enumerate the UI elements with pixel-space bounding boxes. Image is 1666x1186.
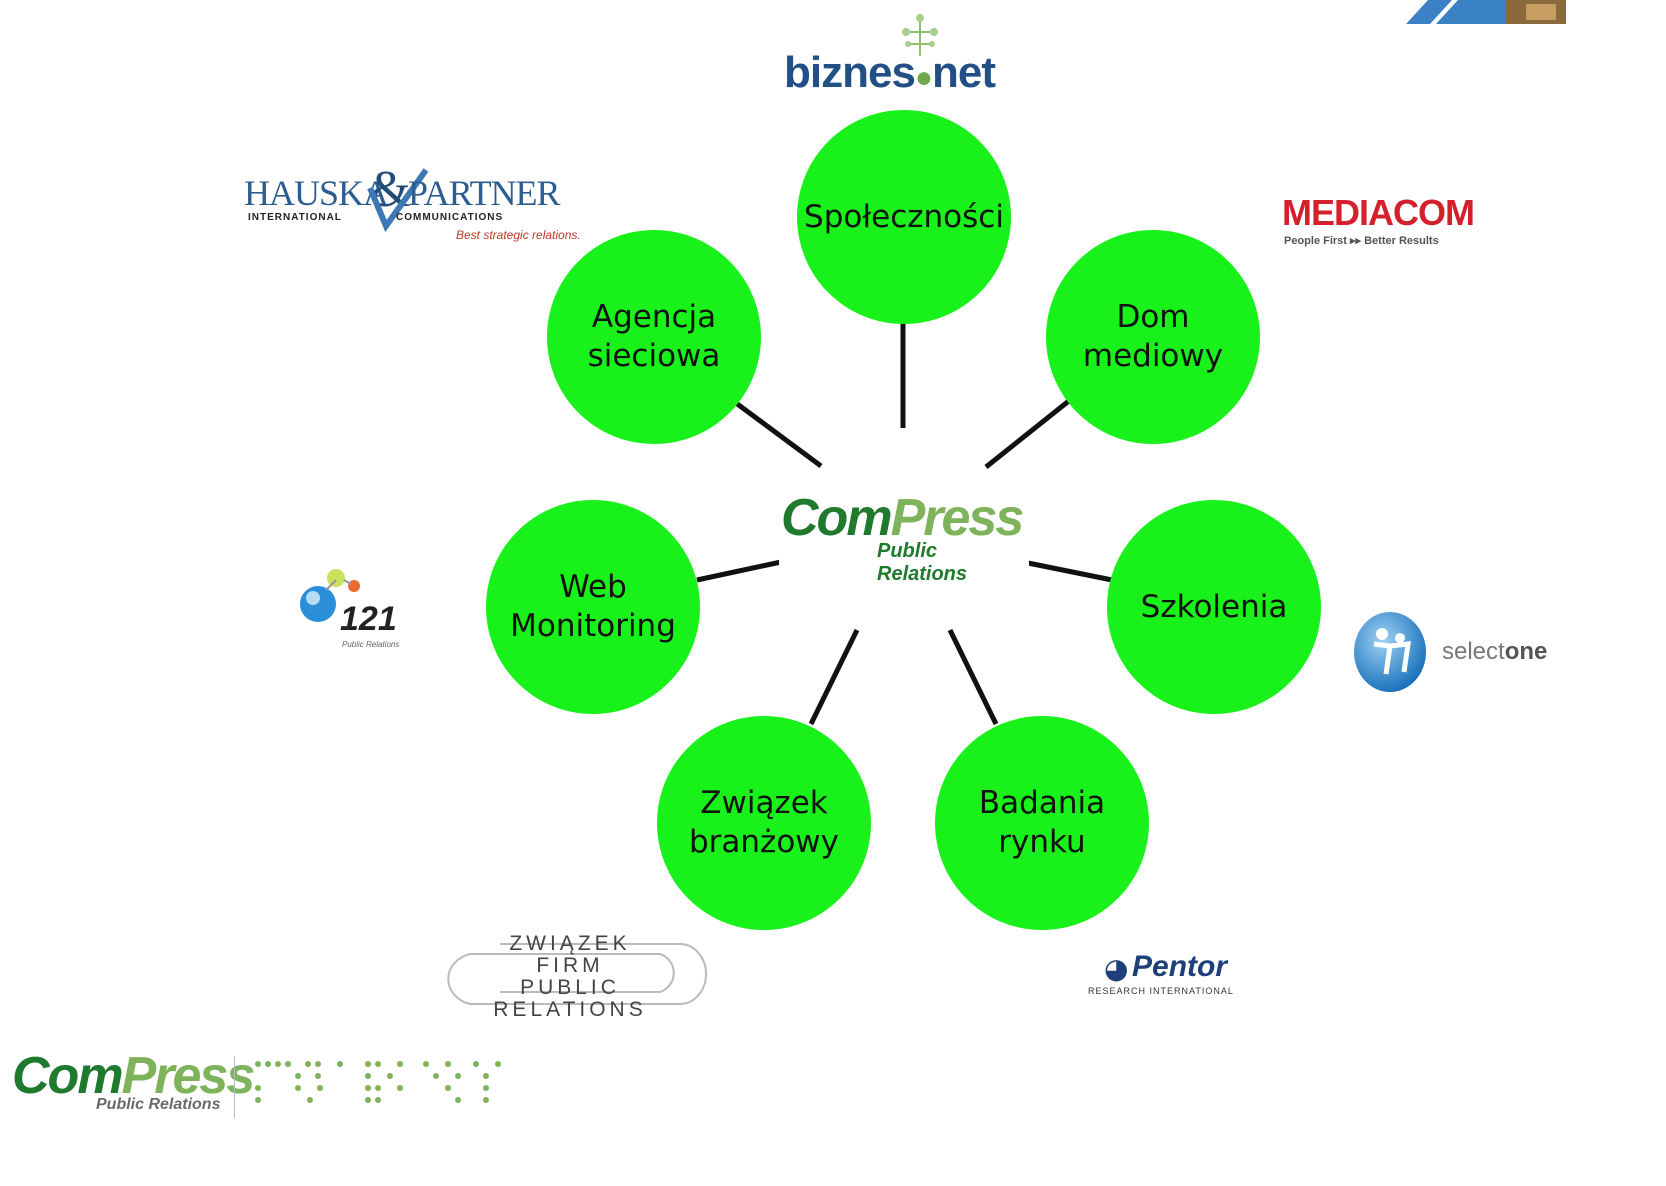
connector-badania-rynku bbox=[947, 628, 999, 726]
footer-dot-pattern bbox=[255, 1061, 501, 1103]
corner-photo-fragment bbox=[1406, 0, 1566, 24]
node-spolecznosci[interactable]: Społeczności bbox=[797, 110, 1011, 324]
node-agencja-sieciowa[interactable]: Agencja sieciowa bbox=[547, 230, 761, 444]
node-szkolenia[interactable]: Szkolenia bbox=[1107, 500, 1321, 714]
hauska-sub-left: INTERNATIONAL bbox=[248, 212, 342, 223]
center-logo-press: Press bbox=[890, 489, 1025, 547]
connector-dom-mediowy bbox=[984, 398, 1072, 469]
mediacom-name: MEDIACOM bbox=[1282, 192, 1475, 233]
zfpr-logo: ZWIĄZEK FIRM PUBLIC RELATIONS bbox=[430, 932, 710, 1022]
pentor-logo: ◕ Pentor RESEARCH INTERNATIONAL bbox=[1086, 950, 1276, 1010]
center-compress-logo: ComPress Public Relations bbox=[779, 489, 1029, 585]
hauska-left: HAUSKA bbox=[244, 173, 389, 213]
node-label: Badania rynku bbox=[978, 785, 1106, 860]
connector-szkolenia bbox=[1027, 560, 1113, 583]
node-badania-rynku[interactable]: Badania rynku bbox=[935, 716, 1149, 930]
footer-logo-subtitle: Public Relations bbox=[96, 1096, 221, 1113]
node-label: Społeczności bbox=[804, 198, 1004, 235]
zfpr-line-2: FIRM bbox=[536, 954, 604, 977]
node-label: Związek branżowy bbox=[688, 785, 839, 860]
node-web-monitoring[interactable]: Web Monitoring bbox=[486, 500, 700, 714]
zfpr-line-3: PUBLIC bbox=[520, 976, 620, 999]
zfpr-paperclip-icon bbox=[447, 943, 707, 1005]
mediacom-logo: MEDIACOM People First ▸▸ Better Results bbox=[1282, 192, 1482, 262]
pentor-swoosh-icon: ◕ bbox=[1104, 952, 1129, 985]
footer-logo-press: Press bbox=[121, 1047, 256, 1105]
biznesnet-right: net bbox=[932, 48, 996, 97]
footer-logo-com: Com bbox=[12, 1047, 124, 1105]
zfpr-line-1: ZWIĄZEK bbox=[509, 932, 631, 955]
hauska-checkmark-icon bbox=[367, 168, 429, 232]
selectone-people-icon bbox=[1354, 612, 1426, 692]
connector-agencja-sieciowa bbox=[734, 400, 823, 469]
selectone-part1: select bbox=[1442, 638, 1505, 665]
hauska-partner-logo: HAUSKA & PARTNER INTERNATIONAL COMMUNICA… bbox=[244, 161, 584, 248]
connector-zwiazek-branzowy bbox=[808, 628, 860, 726]
footer-divider bbox=[234, 1056, 235, 1118]
pr121-number: 121 bbox=[340, 600, 397, 638]
node-label: Agencja sieciowa bbox=[587, 299, 721, 374]
biznesnet-network-icon bbox=[902, 14, 938, 56]
connector-web-monitoring bbox=[696, 559, 782, 583]
biznesnet-logo: biznes●net bbox=[782, 10, 1002, 97]
pentor-subtitle: RESEARCH INTERNATIONAL bbox=[1088, 986, 1234, 996]
biznesnet-left: biznes bbox=[784, 48, 916, 97]
hauska-tagline: Best strategic relations. bbox=[456, 228, 581, 242]
center-logo-com: Com bbox=[781, 489, 893, 547]
node-label: Szkolenia bbox=[1140, 588, 1288, 625]
mediacom-tagline: People First ▸▸ Better Results bbox=[1284, 235, 1439, 247]
hauska-sub-right: COMMUNICATIONS bbox=[396, 212, 504, 223]
footer-compress-logo: ComPress Public Relations bbox=[0, 1046, 560, 1122]
pentor-name: Pentor bbox=[1132, 950, 1228, 983]
center-logo-subtitle: Public Relations bbox=[877, 540, 968, 585]
node-dom-mediowy[interactable]: Dom mediowy bbox=[1046, 230, 1260, 444]
selectone-logo: selectone bbox=[1350, 610, 1580, 694]
pr121-subtitle: Public Relations bbox=[342, 640, 400, 649]
pr121-logo: 121 Public Relations bbox=[296, 560, 416, 650]
zfpr-line-4: RELATIONS bbox=[493, 998, 647, 1021]
node-zwiazek-branzowy[interactable]: Związek branżowy bbox=[657, 716, 871, 930]
node-label: Dom mediowy bbox=[1082, 299, 1224, 374]
hauska-right: PARTNER bbox=[408, 173, 561, 213]
selectone-part2: one bbox=[1504, 638, 1548, 665]
pr121-orbs-icon bbox=[300, 569, 360, 622]
node-label: Web Monitoring bbox=[510, 569, 676, 644]
